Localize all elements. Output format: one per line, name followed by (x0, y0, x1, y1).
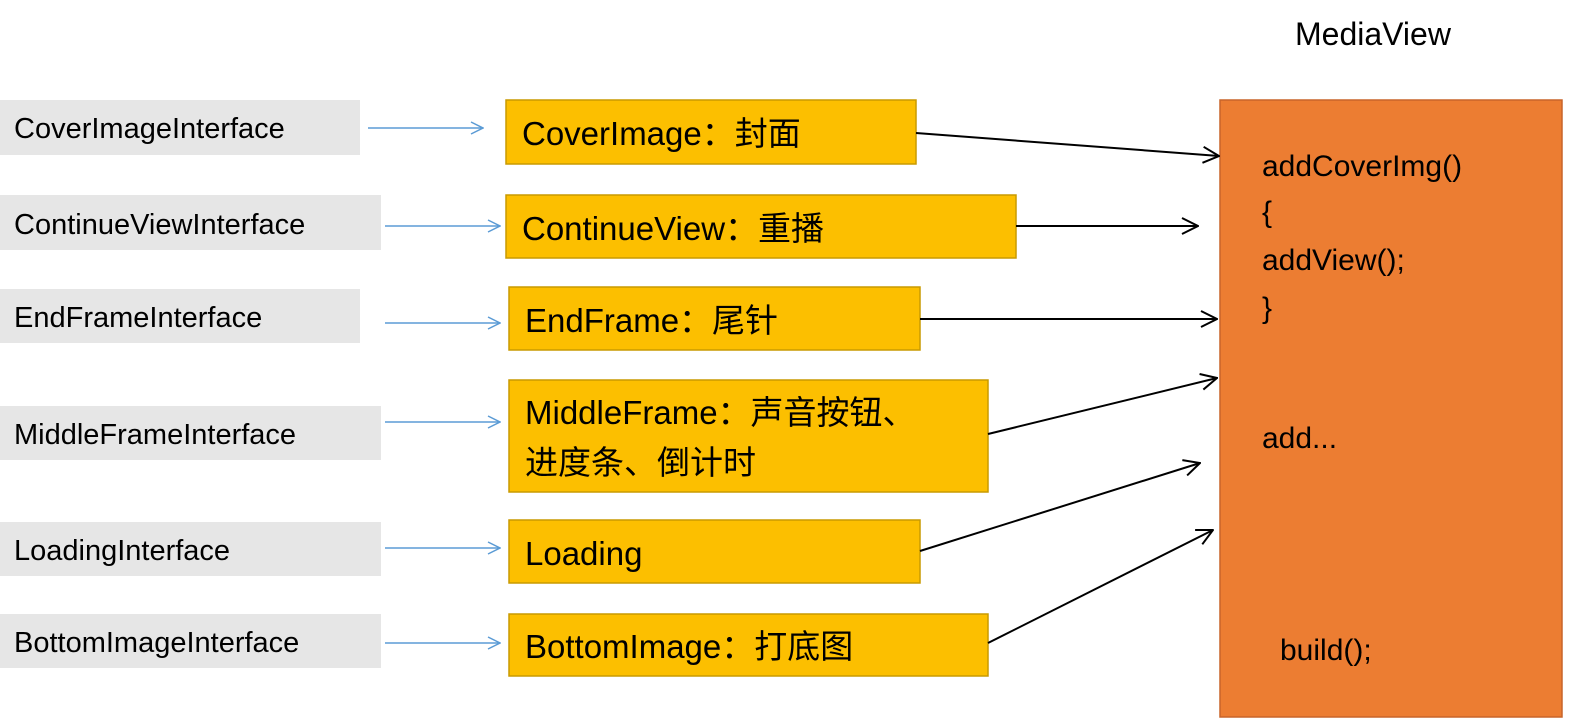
implements-arrows (368, 128, 500, 643)
interface-label: MiddleFrameInterface (14, 419, 296, 451)
interface-box: LoadingInterface (0, 522, 381, 576)
component-box: ContinueView：重播 (505, 194, 1017, 259)
interface-box: MiddleFrameInterface (0, 406, 381, 460)
mediaview-title: MediaView (1295, 16, 1452, 52)
mediaview-box: addCoverImg() { addView(); } add... buil… (1219, 99, 1563, 718)
component-box: CoverImage：封面 (505, 99, 917, 165)
component-box: BottomImage：打底图 (508, 613, 989, 677)
component-label: EndFrame：尾针 (525, 302, 778, 339)
component-label: CoverImage：封面 (522, 115, 801, 152)
interface-label: LoadingInterface (14, 535, 230, 567)
interface-box: EndFrameInterface (0, 289, 360, 343)
code-line: } (1262, 292, 1272, 325)
code-line: add... (1262, 422, 1337, 455)
interface-box: BottomImageInterface (0, 614, 381, 668)
component-box: Loading (508, 519, 921, 584)
component-box: MiddleFrame：声音按钮、 进度条、倒计时 (508, 379, 989, 493)
component-label: Loading (525, 535, 642, 572)
black-arrow (919, 463, 1200, 552)
code-line: addView(); (1262, 244, 1405, 277)
code-line: { (1262, 196, 1272, 229)
component-box: EndFrame：尾针 (508, 286, 921, 351)
interface-label: ContinueViewInterface (14, 209, 305, 241)
code-line: build(); (1280, 634, 1372, 667)
black-arrow (915, 132, 1219, 156)
interface-label: BottomImageInterface (14, 627, 299, 659)
code-line: addCoverImg() (1262, 150, 1462, 183)
component-label: MiddleFrame：声音按钮、 (525, 394, 916, 431)
interface-label: CoverImageInterface (14, 113, 285, 145)
interface-box: CoverImageInterface (0, 100, 360, 155)
component-label: 进度条、倒计时 (525, 444, 756, 481)
black-arrow (987, 378, 1217, 435)
component-label: ContinueView：重播 (522, 210, 824, 247)
compose-arrows (915, 132, 1219, 644)
interface-box: ContinueViewInterface (0, 195, 381, 250)
interface-label: EndFrameInterface (14, 302, 262, 334)
black-arrow (987, 530, 1213, 644)
component-label: BottomImage：打底图 (525, 628, 853, 665)
